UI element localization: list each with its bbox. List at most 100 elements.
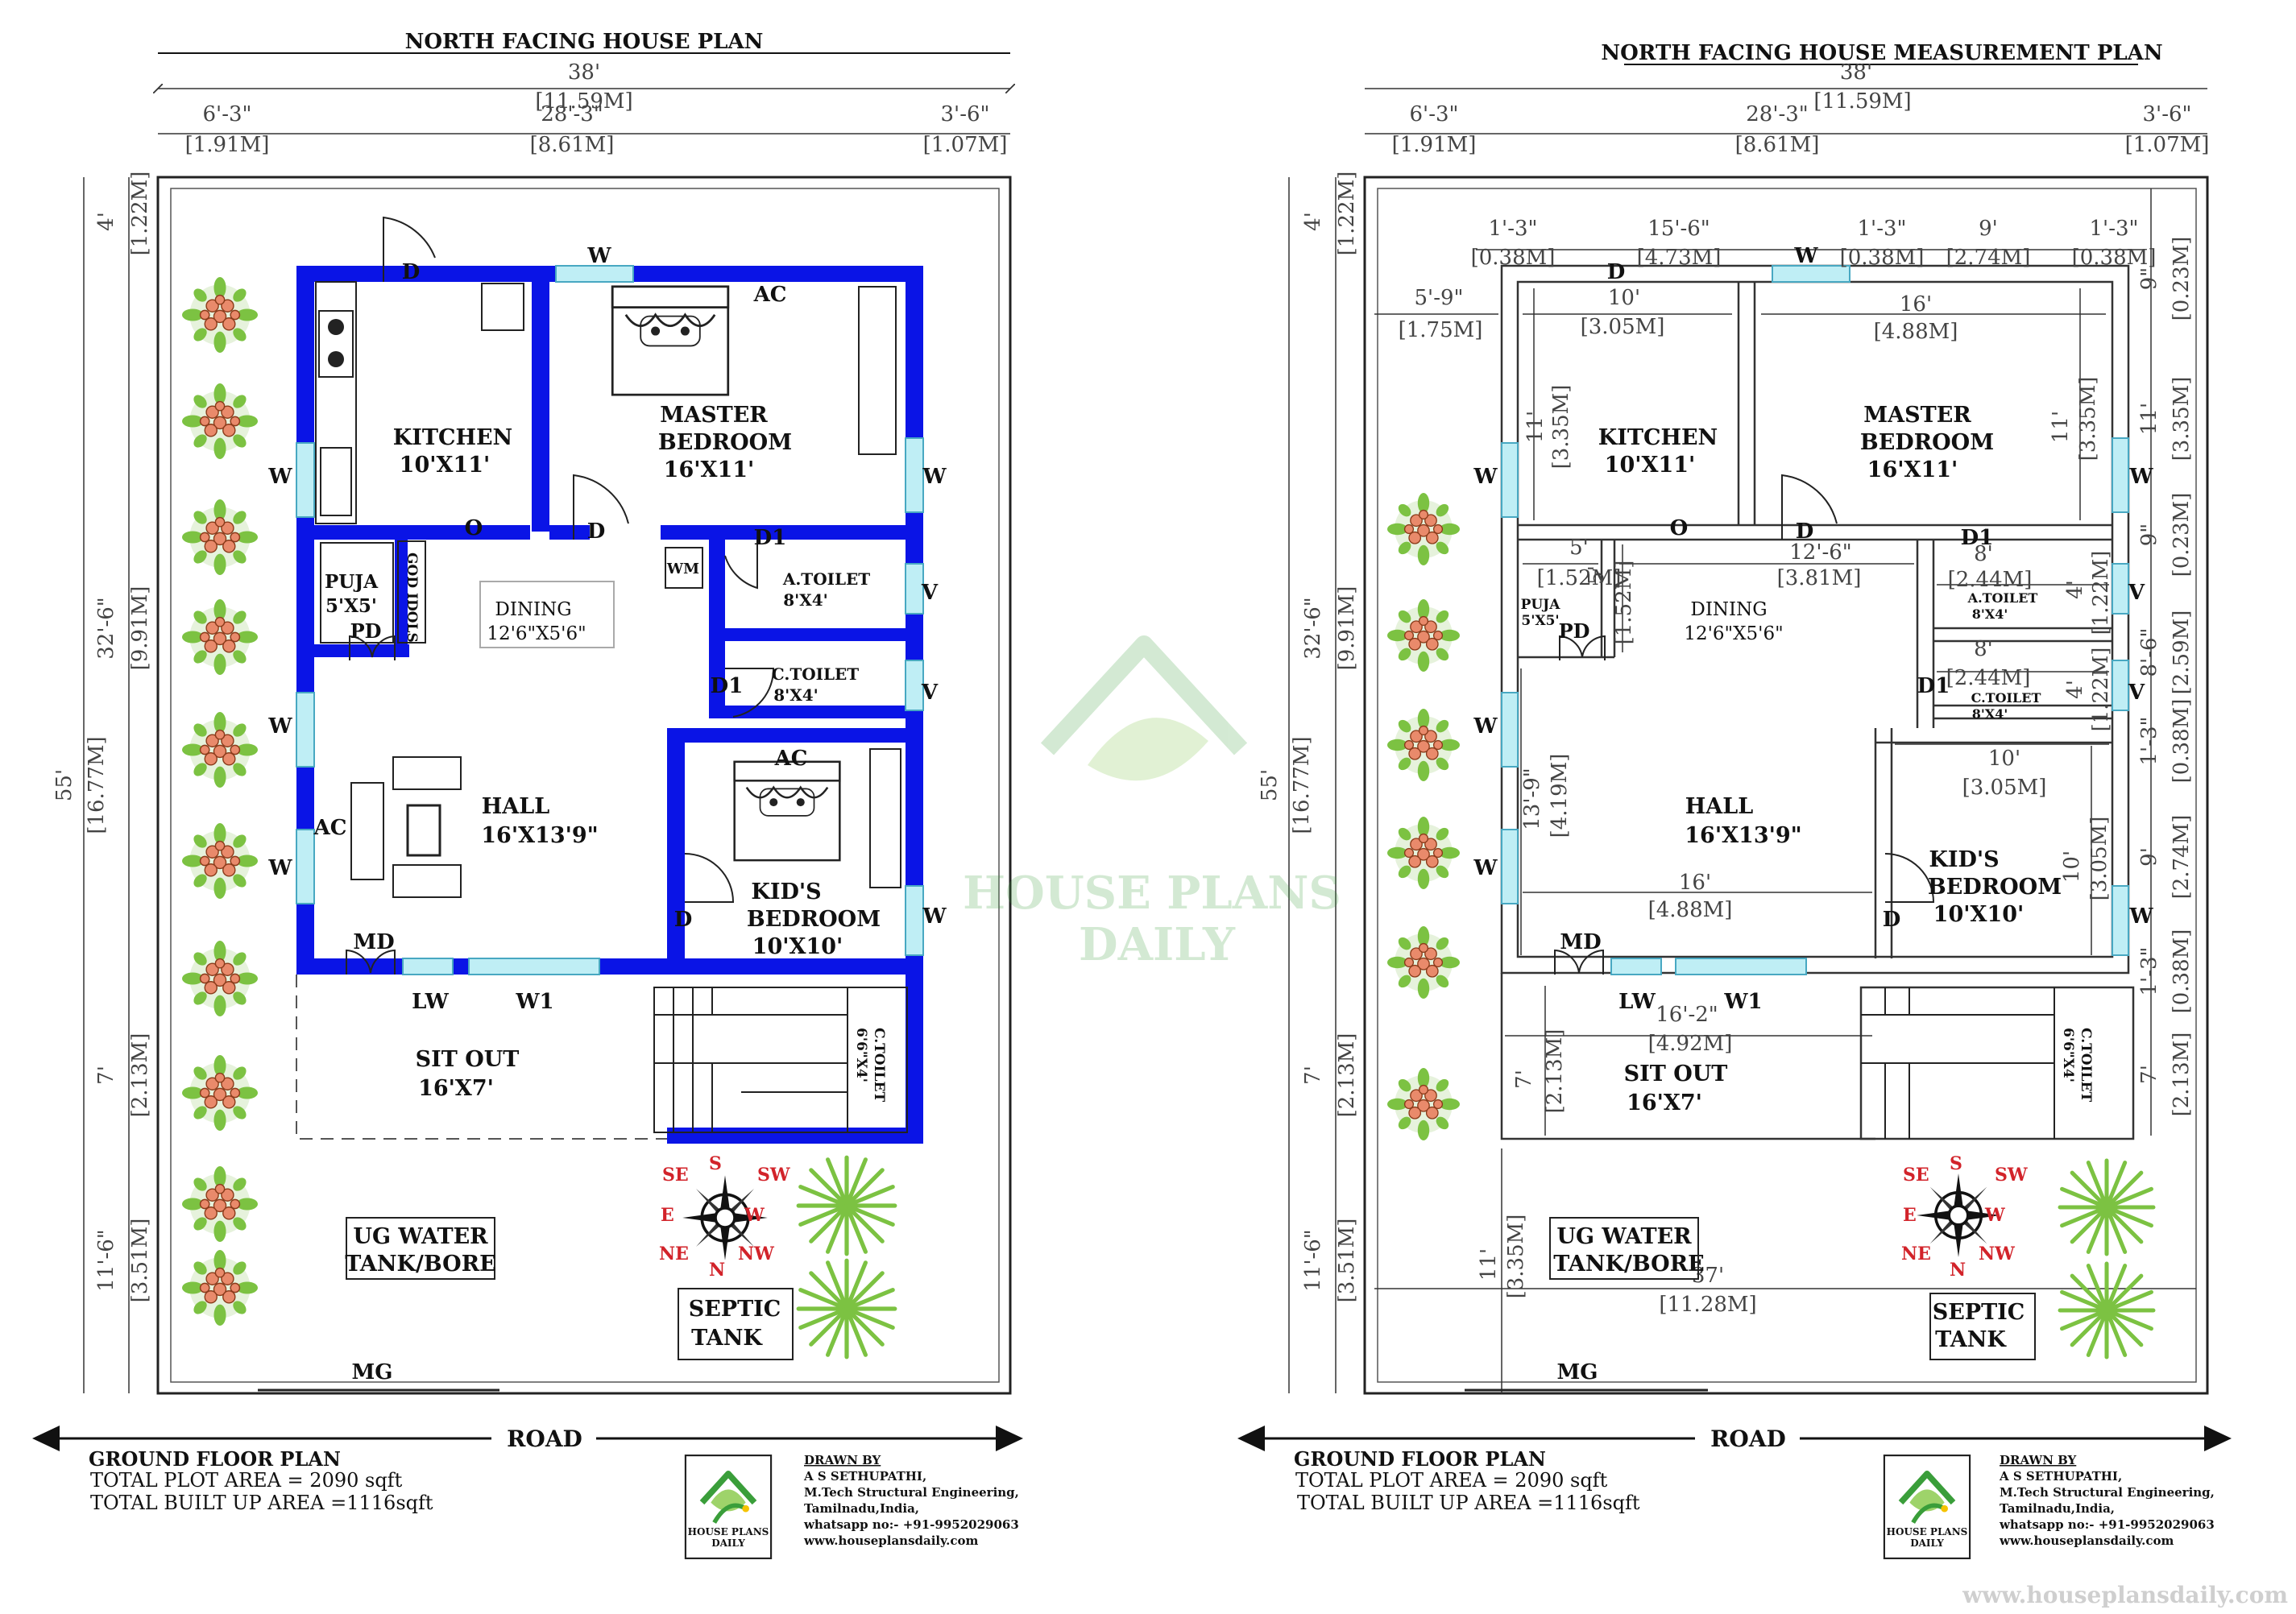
left-dining-size: 12'6"X5'6" [487,623,586,644]
left-seg-left: 6'-3" [203,102,252,126]
svg-text:A S SETHUPATHI,: A S SETHUPATHI, [1999,1469,2122,1484]
left-window-hall2 [296,829,315,904]
svg-text:W: W [1984,1205,2005,1226]
svg-text:E: E [1903,1205,1917,1226]
right-side-house: 32'-6" [1301,597,1325,660]
right-code-v: V [2128,681,2145,705]
right-code-pd: PD [1559,619,1590,643]
right-ctoilet-h: 4' [2063,680,2087,699]
right-kitchen-h: 11' [1523,411,1548,443]
right-top-row-m-3: [2.74M] [1946,246,2031,270]
svg-text:SE: SE [662,1165,689,1186]
right-seg-right: 3'-6" [2143,102,2192,126]
left-code-w: W [267,856,292,880]
right-sit-w: 16'-2" [1656,1003,1718,1027]
left-side-house: 32'-6" [94,597,118,660]
left-window-lw [402,958,454,975]
right-dining-w: 12'-6" [1789,540,1852,565]
right-side-sit-m: [2.13M] [1335,1033,1359,1118]
right-palm-icon [2060,1264,2153,1357]
right-kitchen-size: 10'X11' [1605,453,1696,478]
right-code-d: D [1607,260,1626,284]
left-burner-icon [328,351,344,367]
svg-text:9": 9" [2137,524,2161,547]
right-atoilet-label: A.TOILET [1967,590,2038,606]
right-code-w1: W1 [1723,990,1762,1014]
right-kids-w-m: [3.05M] [1962,776,2047,800]
left-palm-icon [798,1157,895,1254]
left-code-d: D [674,908,693,932]
right-top-row-0: 1'-3" [1489,217,1538,241]
right-top-row-3: 9' [1979,217,1998,241]
right-top-row-m-1: [4.73M] [1637,246,1722,270]
svg-text:Tamilnadu,India,: Tamilnadu,India, [2000,1501,2115,1516]
svg-text:SW: SW [1995,1165,2028,1186]
right-septic-label2: TANK [1935,1327,2007,1352]
right-side-top-m: [1.22M] [1335,172,1359,256]
right-kids-h-m: [3.05M] [2087,817,2112,901]
svg-text:NE: NE [1901,1244,1931,1264]
left-god-idols-label: GOD IDOLS [404,552,420,643]
right-hall-size: 16'X13'9" [1685,823,1801,848]
right-plot-inner [1377,188,2197,1383]
right-puja-label: PUJA [1521,597,1561,613]
svg-text:A S SETHUPATHI,: A S SETHUPATHI, [803,1469,926,1484]
left-window-hall1 [296,692,315,768]
left-seg-mid-m: [8.61M] [530,133,615,157]
right-kids-w: 10' [1988,747,2020,771]
left-coffee-table-icon [406,804,441,857]
right-seg-mid-m: [8.61M] [1735,133,1820,157]
right-shrub-icon [1387,599,1460,672]
footer-left: GROUND FLOOR PLAN TOTAL PLOT AREA = 2090… [89,1447,1019,1558]
svg-text:9': 9' [2137,847,2161,867]
left-burner-icon [328,319,344,335]
right-bottom-w: 37' [1692,1264,1724,1288]
left-plan: NORTH FACING HOUSE PLAN 38' [11.59M] 6'-… [52,30,1010,1395]
svg-text:GROUND FLOOR PLAN: GROUND FLOOR PLAN [1294,1447,1546,1471]
left-sofa-icon [350,782,384,880]
right-atoilet-h: 4' [2063,580,2087,599]
right-shrub-icon [1387,926,1460,999]
right-sitout-label: SIT OUT [1624,1062,1728,1086]
svg-text:S: S [709,1153,722,1174]
left-shrub-icon [182,499,258,575]
left-shrub-icon [182,599,258,675]
left-code-d: D [402,260,421,284]
svg-text:HOUSE PLANS: HOUSE PLANS [1887,1526,1968,1537]
right-code-d1: D1 [1917,674,1950,698]
left-ventilator-ctoilet [905,660,924,711]
left-shrub-icon [182,383,258,459]
right-top-row-4: 1'-3" [2090,217,2139,241]
right-seg-left-m: [1.91M] [1392,133,1477,157]
right-side-sit: 7' [1301,1066,1325,1085]
right-kids-size: 10'X10' [1933,902,2025,927]
left-shrub-icon [182,277,258,353]
left-code-d: D [587,519,606,544]
svg-text:7': 7' [2137,1065,2161,1084]
right-kids-label: KID'S [1929,847,1999,872]
left-code-d1: D1 [711,674,744,698]
builtup-area: TOTAL BUILT UP AREA =1116sqft [90,1492,433,1514]
right-hall-h-m: [4.19M] [1548,754,1572,838]
left-plot-inner [170,188,1000,1383]
svg-text:N: N [1950,1260,1966,1281]
right-side-top: 4' [1301,212,1325,231]
right-sitout-size: 16'X7' [1627,1090,1702,1115]
left-code-w: W [267,714,292,739]
right-code-md: MD [1560,930,1601,954]
left-code-w1: W1 [515,990,553,1014]
left-compass-labels: S SE SW E W NE N NW [659,1153,790,1281]
left-kitchen-counter [315,281,357,524]
left-code-v: V [921,581,939,605]
right-ctoilet-size: 8'X4' [1972,706,2008,722]
right-puja-w: 5' [1569,536,1589,560]
right-seg-left: 6'-3" [1410,102,1459,126]
left-atoilet-size: 8'X4' [783,590,828,610]
right-master-w-m: [4.88M] [1874,320,1958,344]
road-right: ROAD [1237,1424,2232,1453]
right-atoilet-h-m: [1.22M] [2089,551,2113,635]
right-septic-label: SEPTIC [1933,1300,2025,1325]
left-code-w: W [922,465,947,489]
left-puja-size: 5'X5' [325,595,377,617]
right-column-dims: 9" [0.23M] 11' [3.35M] 9" [0.23M] 8'-6" … [2137,237,2194,1117]
